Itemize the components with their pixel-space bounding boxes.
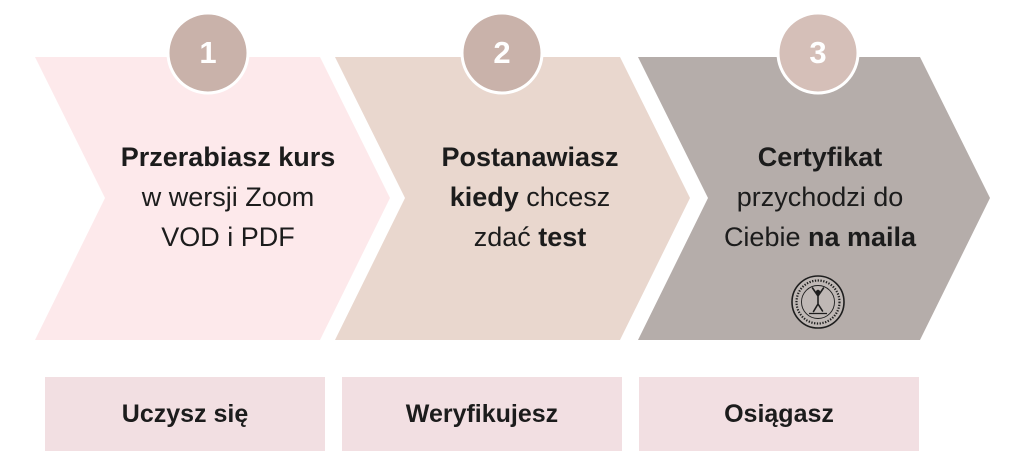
step-3-title: Certyfikat [757,142,883,172]
step-2-number: 2 [493,35,511,70]
seal-lettering-ring [795,279,841,325]
step-2-line-2-bold: kiedy [449,182,519,212]
step-2-label-box: Weryfikujesz [342,377,622,451]
seal-figure-icon [809,287,827,315]
step-2-line-1: Postanawiasz [405,137,655,177]
step-2-line-3-bold: test [538,222,587,252]
step-2-line-3: zdać test [405,217,655,257]
step-2-line-2-text: chcesz [526,182,611,212]
step-3-line-1: Certyfikat [700,137,940,177]
step-3-description: Certyfikat przychodzi do Ciebie na maila [700,137,940,257]
step-1-description: Przerabiasz kurs w wersji Zoom VOD i PDF [96,137,360,257]
step-3-chevron [638,57,990,340]
step-2-line-3-text: zdać [473,222,531,252]
seal-inner-ring [801,285,835,319]
step-2-label: Weryfikujesz [405,399,559,428]
step-1-label-box: Uczysz się [45,377,325,451]
step-3-line-3-text: Ciebie [723,222,801,252]
step-2-description: Postanawiasz kiedy chcesz zdać test [405,137,655,257]
step-2-number-badge [460,11,544,95]
step-1-number-badge [166,11,250,95]
seal-logo [791,275,845,329]
step-3-label-box: Osiągasz [639,377,919,451]
step-2-title: Postanawiasz [441,142,619,172]
step-3-line-3-bold: na maila [808,222,917,252]
step-1-line-1: Przerabiasz kurs [96,137,360,177]
step-3-line-3: Ciebie na maila [700,217,940,257]
step-3-line-2: przychodzi do [736,182,904,212]
step-3-label: Osiągasz [724,399,834,428]
step-1-title: Przerabiasz kurs [120,142,336,172]
step-1-chevron [35,57,390,340]
step-3-number-badge [776,11,860,95]
step-2-line-2: kiedy chcesz [405,177,655,217]
step-1-number: 1 [199,35,217,70]
step-2-chevron [335,57,690,340]
step-3-number: 3 [809,35,827,70]
step-1-line-3: VOD i PDF [161,222,295,252]
step-1-line-2: w wersji Zoom [141,182,315,212]
step-1-label: Uczysz się [121,399,249,428]
